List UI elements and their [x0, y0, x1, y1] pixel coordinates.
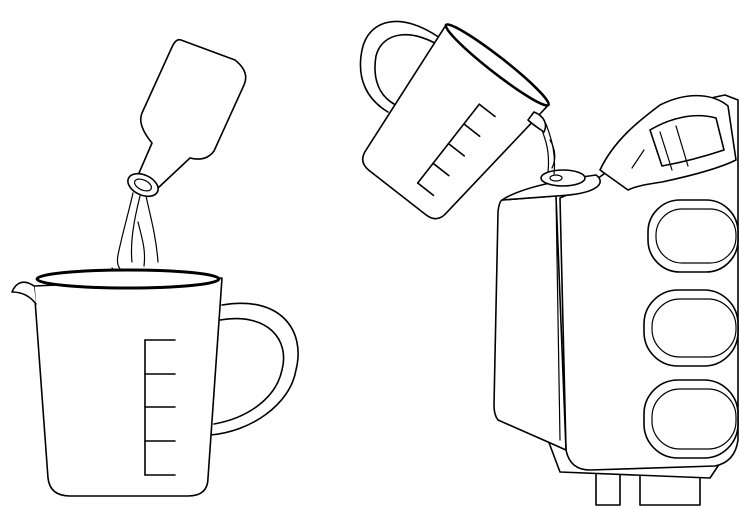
step-pour-bottle-into-jug: [11, 38, 299, 497]
jug-scale-marks: [144, 339, 176, 476]
tank-icon: [493, 94, 739, 506]
step-pour-jug-into-tank: [359, 20, 739, 506]
liquid-stream: [111, 192, 159, 275]
measuring-jug-icon: [11, 268, 299, 497]
measuring-jug-icon: [359, 20, 551, 220]
bottle-icon: [127, 38, 247, 198]
tank-slots: [643, 199, 739, 459]
